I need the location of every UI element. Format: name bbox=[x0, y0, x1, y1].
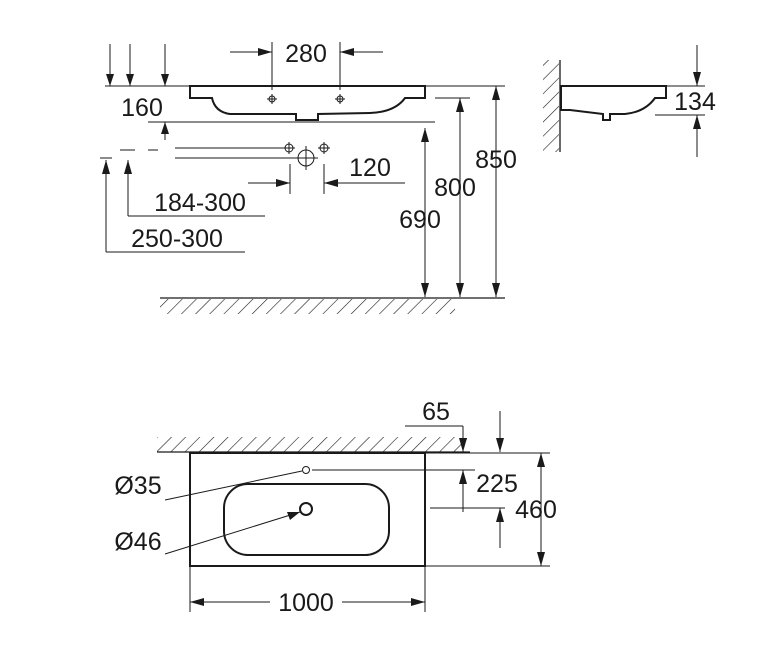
tap-hole-left-icon bbox=[267, 94, 277, 104]
valve-left-icon bbox=[283, 142, 295, 154]
basin-front-outline bbox=[189, 85, 426, 121]
dim-waste-offset: 120 bbox=[349, 154, 391, 182]
dim-tap-hole-distance: 225 bbox=[476, 470, 518, 498]
top-wall-hatch bbox=[157, 437, 467, 452]
dim-waste-diameter: Ø46 bbox=[114, 528, 161, 556]
valve-right-icon bbox=[318, 142, 330, 154]
waste-top-icon bbox=[299, 502, 313, 516]
dim-depth: 460 bbox=[515, 496, 557, 524]
side-wall-hatch bbox=[543, 60, 559, 152]
dim-floor-to-top: 850 bbox=[475, 146, 517, 174]
dim-width: 1000 bbox=[278, 589, 334, 617]
side-view: 134 bbox=[543, 45, 716, 157]
tap-hole-right-icon bbox=[335, 94, 345, 104]
basin-top-outline bbox=[189, 452, 426, 567]
top-view: 65 Ø35 Ø46 225 460 1000 bbox=[114, 398, 556, 617]
floor-hatch bbox=[160, 299, 455, 314]
dim-floor-to-waste: 690 bbox=[399, 206, 441, 234]
dim-tap-hole-diameter: Ø35 bbox=[114, 472, 161, 500]
dim-trap-range-1: 184-300 bbox=[154, 189, 246, 217]
dim-trap-range-2: 250-300 bbox=[131, 225, 223, 253]
bowl-outline bbox=[223, 483, 390, 556]
waste-outlet-icon bbox=[294, 146, 318, 170]
dim-deck-height: 160 bbox=[121, 94, 163, 122]
front-view: 280 160 bbox=[100, 40, 517, 314]
dim-tap-hole-spacing: 280 bbox=[285, 40, 327, 68]
basin-side-outline bbox=[560, 85, 667, 121]
dim-floor-to-rim: 800 bbox=[434, 174, 476, 202]
dim-wall-offset: 65 bbox=[422, 398, 450, 426]
dim-basin-height: 134 bbox=[674, 88, 716, 116]
tap-hole-top-icon bbox=[302, 466, 310, 474]
